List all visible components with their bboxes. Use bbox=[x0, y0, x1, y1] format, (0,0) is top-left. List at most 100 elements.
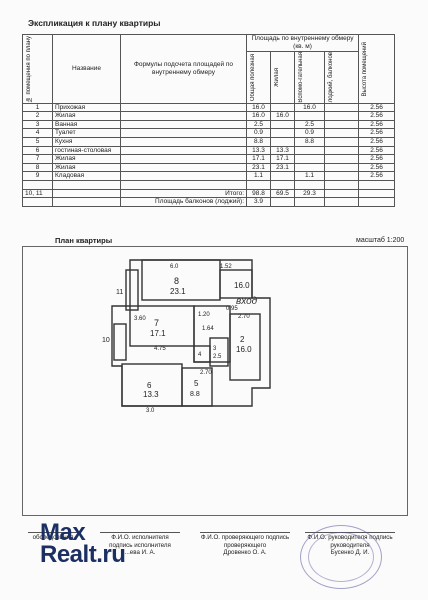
room-3-area: 2.5 bbox=[213, 354, 222, 360]
cell-formula bbox=[120, 128, 247, 139]
cell-total: 13.3 bbox=[246, 145, 271, 156]
table-row-empty bbox=[22, 180, 396, 190]
dim-3-0: 3.0 bbox=[146, 408, 155, 414]
dim-3-60: 3.60 bbox=[134, 316, 146, 322]
cell-name: Жилая bbox=[52, 162, 121, 173]
cell-formula bbox=[120, 162, 247, 173]
cell-total: 2.5 bbox=[246, 119, 271, 130]
cell-living: 23.1 bbox=[270, 162, 295, 173]
cell-living: 16.0 bbox=[270, 111, 295, 121]
cell-loggia bbox=[323, 162, 360, 173]
cell-total: 8.8 bbox=[246, 137, 271, 147]
cell-height: 2.56 bbox=[358, 102, 396, 113]
cell-no: 1 bbox=[22, 102, 53, 113]
cell-loggia bbox=[323, 128, 360, 139]
cell-aux: 16.0 bbox=[294, 102, 325, 113]
signature-col-2: Ф.И.О. исполнителя подпись исполнителя .… bbox=[100, 532, 180, 557]
cell-total: 0.9 bbox=[246, 128, 271, 139]
cell-formula bbox=[120, 171, 247, 181]
cell-aux bbox=[294, 111, 325, 121]
cell-no: 4 bbox=[22, 128, 53, 139]
cell-living: 13.3 bbox=[270, 145, 295, 156]
cell-height: 2.56 bbox=[358, 162, 396, 173]
room-3-label: 3 bbox=[213, 346, 217, 352]
dim-1-20: 1.20 bbox=[198, 312, 210, 318]
room-5-label: 5 bbox=[194, 379, 199, 388]
header-aux: Вспомо-гательная bbox=[294, 51, 325, 104]
header-name: Название bbox=[52, 34, 121, 104]
cell-loggia bbox=[323, 154, 360, 164]
room-6-label: 6 bbox=[147, 381, 152, 390]
cell-no: 3 bbox=[22, 119, 53, 130]
room-7-area: 17.1 bbox=[150, 329, 166, 338]
cell-aux bbox=[294, 162, 325, 173]
cell-living bbox=[270, 137, 295, 147]
cell-name: Жилая bbox=[52, 111, 121, 121]
cell-formula bbox=[120, 111, 247, 121]
cell-name: Жилая bbox=[52, 154, 121, 164]
room-5-area: 8.8 bbox=[190, 391, 200, 398]
dim-1-64: 1.64 bbox=[202, 326, 214, 332]
header-loggia: лоджий, балконов bbox=[323, 51, 360, 104]
cell-formula bbox=[120, 154, 247, 164]
cell-no: 9 bbox=[22, 171, 53, 181]
cell-living: 17.1 bbox=[270, 154, 295, 164]
room-6-area: 13.3 bbox=[143, 390, 159, 399]
cell-aux bbox=[294, 154, 325, 164]
dim-4-75: 4.75 bbox=[154, 346, 166, 352]
floor-plan-drawing: 8 23.1 7 17.1 16.0 2 16.0 6 13.3 5 8.8 3… bbox=[102, 259, 271, 414]
cell-aux: 1.1 bbox=[294, 171, 325, 181]
plan-frame bbox=[22, 246, 408, 516]
cell-loggia bbox=[323, 102, 360, 113]
balcony-11-label: 11 bbox=[116, 289, 123, 296]
table-row-balcony: Площадь балконов (лоджий): 3.9 bbox=[22, 197, 396, 207]
cell-loggia bbox=[323, 171, 360, 181]
room-2-area: 16.0 bbox=[236, 345, 252, 354]
header-area-group: Площадь по внутреннему обмеру (кв. м) bbox=[245, 34, 360, 52]
cell-no: 8 bbox=[22, 162, 53, 173]
plan-title: План квартиры bbox=[55, 236, 113, 245]
dim-0-95: 0.95 bbox=[226, 306, 238, 312]
balcony-label: Площадь балконов (лоджий): bbox=[120, 197, 247, 207]
cell-living bbox=[270, 171, 295, 181]
cell-height: 2.56 bbox=[358, 171, 396, 181]
cell-living bbox=[270, 128, 295, 139]
cell-name: Кухня bbox=[52, 137, 121, 147]
cell-height: 2.56 bbox=[358, 128, 396, 139]
header-height: Высота помещений bbox=[358, 34, 396, 104]
total-aux: 29.3 bbox=[294, 188, 325, 199]
cell-formula bbox=[120, 102, 247, 113]
watermark-line2: Realt.ru bbox=[40, 541, 126, 568]
entrance-label: вход bbox=[236, 296, 258, 307]
page-title: Экспликация к плану квартиры bbox=[28, 18, 161, 28]
balcony-10-label: 10 bbox=[102, 337, 110, 344]
cell-loggia bbox=[323, 145, 360, 156]
cell-name: гостиная-столовая bbox=[52, 145, 121, 156]
cell-height: 2.56 bbox=[358, 111, 396, 121]
cell-no: 6 bbox=[22, 145, 53, 156]
header-room-no: № помещения по плану bbox=[22, 34, 53, 104]
signature-col-3: Ф.И.О. проверяющего подпись проверяющего… bbox=[200, 532, 290, 556]
cell-total: 16.0 bbox=[246, 102, 271, 113]
cell-no: 5 bbox=[22, 137, 53, 147]
room-8-label: 8 bbox=[174, 276, 179, 286]
room-4-label: 4 bbox=[198, 352, 202, 358]
cell-aux bbox=[294, 145, 325, 156]
table-row-total: 10, 11 Итого: 98.8 69.5 29.3 bbox=[22, 188, 396, 199]
explication-table: № помещения по плану Название Формулы по… bbox=[22, 34, 396, 207]
cell-formula bbox=[120, 119, 247, 130]
room-8-area: 23.1 bbox=[170, 287, 186, 296]
cell-aux: 2.5 bbox=[294, 119, 325, 130]
cell-total: 17.1 bbox=[246, 154, 271, 164]
dim-1-52: 1.52 bbox=[220, 264, 232, 270]
cell-name: Туалет bbox=[52, 128, 121, 139]
cell-name: Прихожая bbox=[52, 102, 121, 113]
cell-formula bbox=[120, 137, 247, 147]
cell-height: 2.56 bbox=[358, 119, 396, 130]
